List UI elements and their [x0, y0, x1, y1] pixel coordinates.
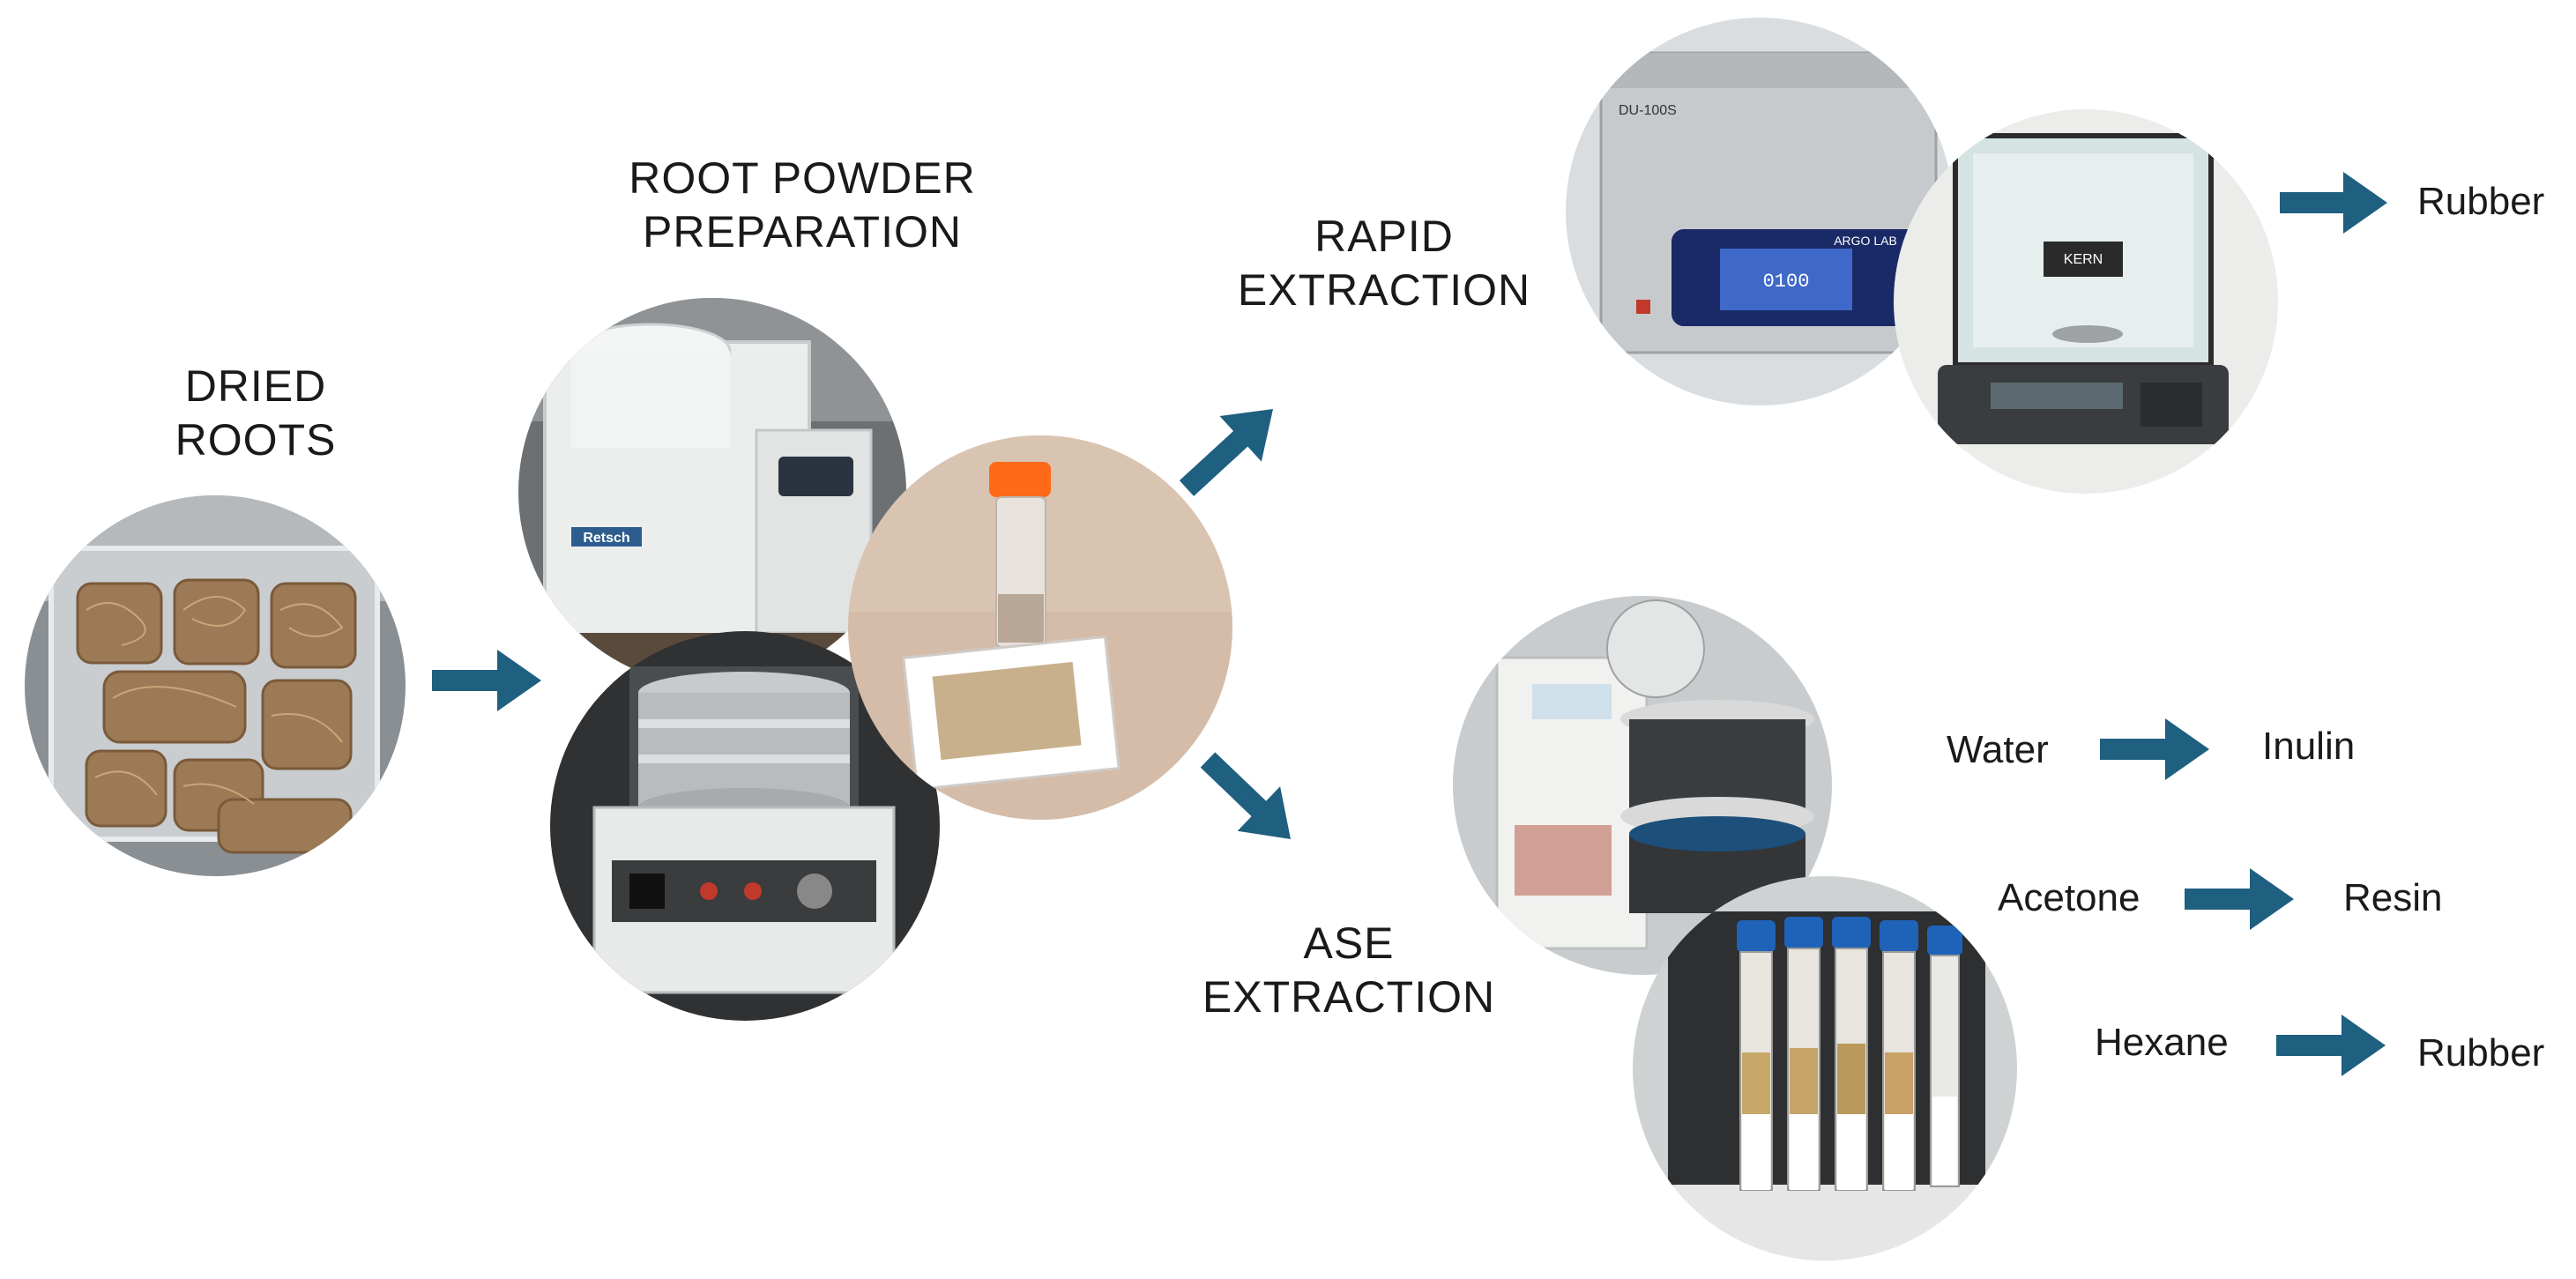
- arrow-acetone-to-resin: [2185, 868, 2294, 930]
- product-rubber-label: Rubber: [2417, 1030, 2544, 1077]
- product-inulin-label: Inulin: [2262, 723, 2355, 770]
- arrow-roots-to-powder: [432, 650, 541, 711]
- arrow-powder-to-rapid: [1165, 386, 1293, 511]
- solvent-water-label: Water: [1947, 726, 2049, 774]
- arrow-hexane-to-rubber: [2276, 1015, 2386, 1076]
- arrow-rapid-to-rubber: [2280, 172, 2387, 234]
- solvent-hexane-label: Hexane: [2095, 1019, 2229, 1067]
- arrow-water-to-inulin: [2100, 718, 2209, 780]
- product-resin-label: Resin: [2343, 874, 2443, 922]
- solvent-acetone-label: Acetone: [1998, 874, 2140, 922]
- rapid-product-label: Rubber: [2417, 178, 2544, 226]
- arrow-powder-to-ase: [1187, 738, 1312, 862]
